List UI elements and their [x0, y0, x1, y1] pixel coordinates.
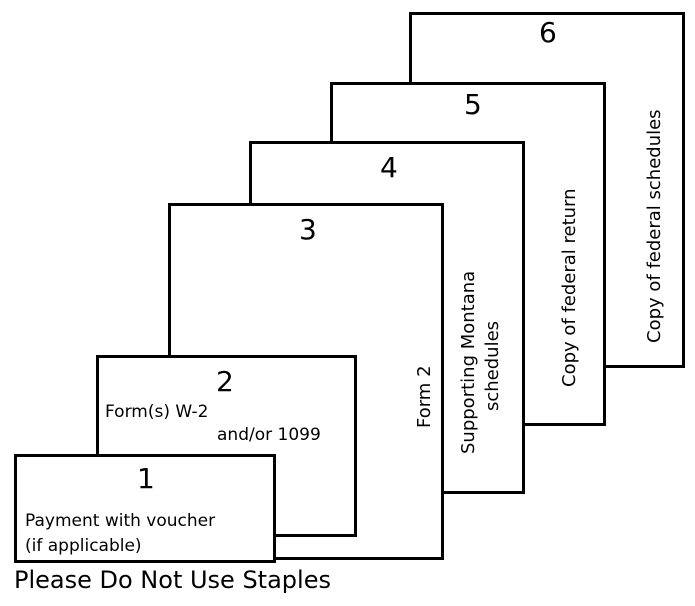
sheet-1-label-line2: (if applicable) [25, 536, 142, 556]
sheet-6-label: Copy of federal schedules [644, 109, 665, 343]
sheet-4-label-line2: schedules [482, 320, 503, 411]
sheet-2-label-line2: and/or 1099 [217, 425, 321, 445]
sheet-3-number: 3 [299, 213, 317, 246]
sheet-1-label-line1: Payment with voucher [25, 511, 216, 531]
sheet-3-label: Form 2 [414, 365, 435, 428]
sheet-1-number: 1 [137, 462, 155, 495]
sheet-5-label: Copy of federal return [559, 188, 580, 387]
sheet-4-label-line1: Supporting Montana [458, 270, 479, 454]
no-staples-notice: Please Do Not Use Staples [14, 566, 331, 594]
sheet-1: 1 Payment with voucher (if applicable) [14, 454, 276, 563]
sheet-2-label-line1: Form(s) W-2 [105, 402, 209, 422]
sheet-5-number: 5 [464, 88, 482, 121]
sheet-6-number: 6 [539, 16, 557, 49]
sheet-2-number: 2 [216, 365, 234, 398]
sheet-4-number: 4 [380, 151, 398, 184]
